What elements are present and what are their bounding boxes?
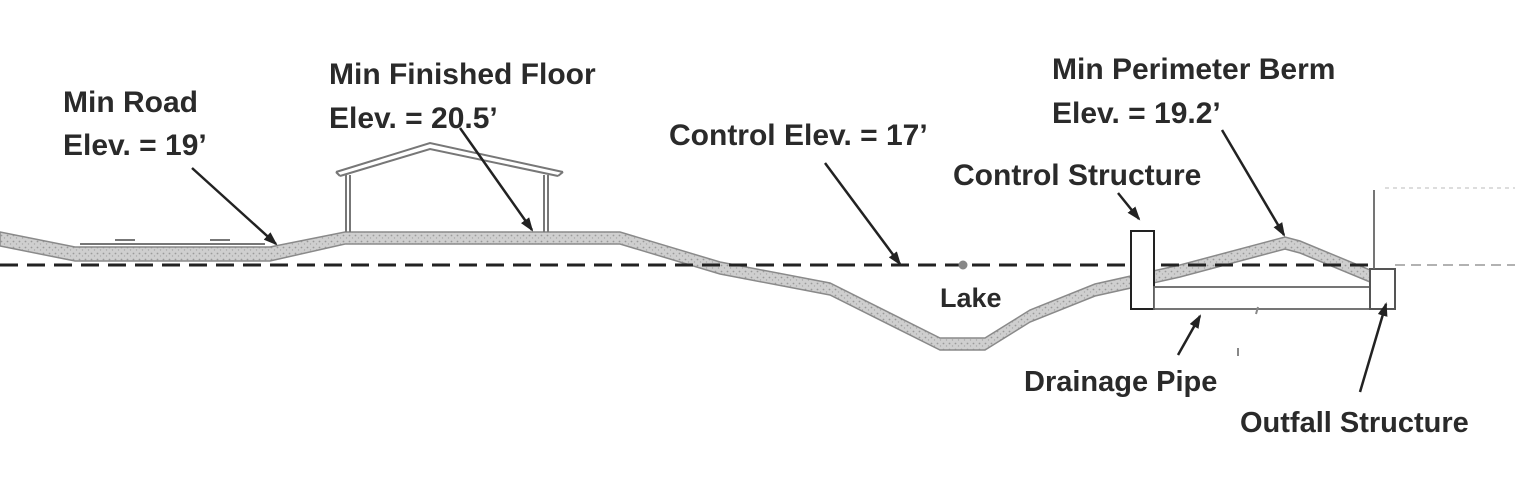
min-road-label-line1: Min Road <box>63 86 198 119</box>
outfall-structure-label: Outfall Structure <box>1240 407 1469 439</box>
min-berm-arrow <box>1220 129 1286 237</box>
min-berm-label-line2: Elev. = 19.2’ <box>1052 97 1221 130</box>
min-road-label-line2: Elev. = 19’ <box>63 129 207 162</box>
outfall-structure-arrow <box>1358 302 1388 393</box>
control-structure-box <box>1130 230 1155 310</box>
drainage-pipe-arrow <box>1176 314 1202 356</box>
min-floor-label-line1: Min Finished Floor <box>329 58 596 91</box>
min-road-arrow <box>191 167 278 246</box>
outfall-structure-shape <box>1369 187 1515 310</box>
drainage-pipe-shape <box>1153 286 1371 310</box>
house-outline <box>335 141 564 232</box>
lake-label: Lake <box>940 283 1002 313</box>
min-floor-arrow <box>458 127 534 232</box>
drainage-pipe-label: Drainage Pipe <box>1024 366 1217 398</box>
min-floor-label-line2: Elev. = 20.5’ <box>329 102 498 135</box>
min-berm-label-line1: Min Perimeter Berm <box>1052 53 1335 86</box>
leader-arrows <box>191 127 1388 393</box>
control-structure-arrow <box>1117 192 1141 221</box>
minor-marks <box>958 260 1259 356</box>
control-structure-label: Control Structure <box>953 159 1201 192</box>
control-elev-arrow <box>823 162 902 266</box>
road-surface <box>80 239 265 245</box>
control-elev-label: Control Elev. = 17’ <box>669 119 928 152</box>
